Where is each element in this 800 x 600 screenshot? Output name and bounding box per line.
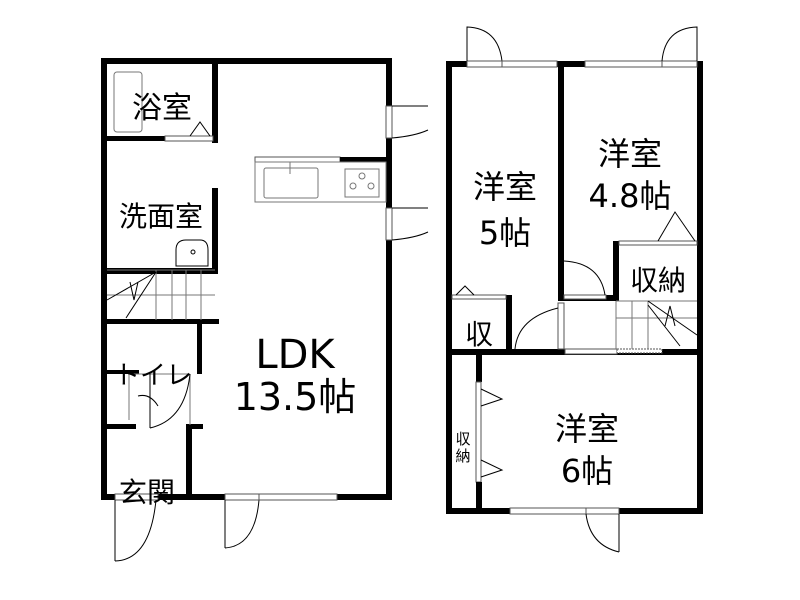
room-label-bath: 浴室 <box>132 91 192 126</box>
storage-label-a: 収 <box>465 318 493 351</box>
wall <box>101 136 165 141</box>
door-arrow <box>455 285 475 296</box>
wall <box>101 319 219 324</box>
door-swing <box>224 499 260 549</box>
floor-2-plan: 洋室 5帖 洋室 4.8帖 洋室 6帖 収 収納 収 納 <box>446 26 703 553</box>
storage-label-b: 収納 <box>630 264 686 297</box>
door-arrow <box>480 388 504 478</box>
wall <box>101 370 139 374</box>
wall <box>506 295 512 352</box>
room-size-western-c: 6帖 <box>561 452 613 490</box>
wall <box>476 482 482 514</box>
room-label-toilet: トイレ <box>114 361 192 391</box>
window <box>258 493 338 501</box>
door[interactable] <box>585 507 620 515</box>
door-arrow <box>189 121 211 137</box>
wall <box>446 61 703 67</box>
door-arrow <box>657 211 696 242</box>
storage-label-c-2: 納 <box>455 447 470 465</box>
closet-door[interactable] <box>451 294 507 300</box>
door-frame <box>128 372 191 425</box>
room-label-washroom: 洗面室 <box>119 200 203 233</box>
wall <box>386 58 392 500</box>
door[interactable] <box>563 294 607 300</box>
wall <box>186 424 192 500</box>
window <box>584 60 663 68</box>
door-swing <box>137 373 191 429</box>
staircase <box>615 300 698 349</box>
washbasin-icon <box>175 239 209 267</box>
room-size-ldk: 13.5帖 <box>234 375 357 419</box>
wall <box>476 352 482 382</box>
wall <box>697 61 703 514</box>
window <box>385 105 393 139</box>
door-swing <box>585 513 620 553</box>
door-swing <box>391 105 429 139</box>
door-swing <box>114 499 157 562</box>
wall <box>101 268 218 274</box>
handrail <box>616 348 663 354</box>
room-size-western-b: 4.8帖 <box>589 177 672 215</box>
wall <box>558 61 564 301</box>
wall <box>197 322 202 374</box>
wall <box>186 424 203 429</box>
kitchen-counter <box>254 156 392 203</box>
room-label-ldk: LDK <box>255 332 336 378</box>
window <box>509 507 587 515</box>
drain-icon <box>190 249 196 255</box>
storage-label-c-1: 収 <box>455 430 470 448</box>
wall <box>101 58 107 500</box>
sink-icon <box>263 167 319 199</box>
window <box>385 207 393 241</box>
room-label-western-a: 洋室 <box>473 168 537 206</box>
closet-door[interactable] <box>475 381 482 483</box>
room-label-entrance: 玄関 <box>119 476 175 509</box>
room-label-western-c: 洋室 <box>555 410 619 448</box>
door-swing <box>514 307 559 350</box>
stove-icon <box>344 168 380 198</box>
door[interactable] <box>557 302 565 350</box>
door-swing <box>563 260 606 296</box>
floor-1-plan: 浴室 洗面室 トイレ 玄関 LDK 13.5帖 <box>101 58 429 562</box>
wall <box>446 61 452 514</box>
wall <box>101 424 136 429</box>
door[interactable] <box>224 493 260 501</box>
balcony-door[interactable] <box>466 60 503 68</box>
door[interactable] <box>164 135 214 142</box>
bathtub <box>113 71 143 133</box>
closet-door[interactable] <box>618 240 698 246</box>
opening <box>564 348 618 355</box>
wall <box>212 58 218 143</box>
balcony-door[interactable] <box>661 60 698 68</box>
wall <box>101 58 392 64</box>
wall <box>212 188 218 274</box>
door-swing <box>661 26 698 62</box>
door-swing <box>466 26 503 62</box>
room-label-western-b: 洋室 <box>598 135 662 173</box>
room-size-western-a: 5帖 <box>479 214 531 252</box>
entrance-door[interactable] <box>114 493 159 501</box>
window <box>501 60 558 68</box>
staircase <box>106 269 215 320</box>
wall <box>613 241 619 301</box>
door-swing <box>391 207 429 241</box>
